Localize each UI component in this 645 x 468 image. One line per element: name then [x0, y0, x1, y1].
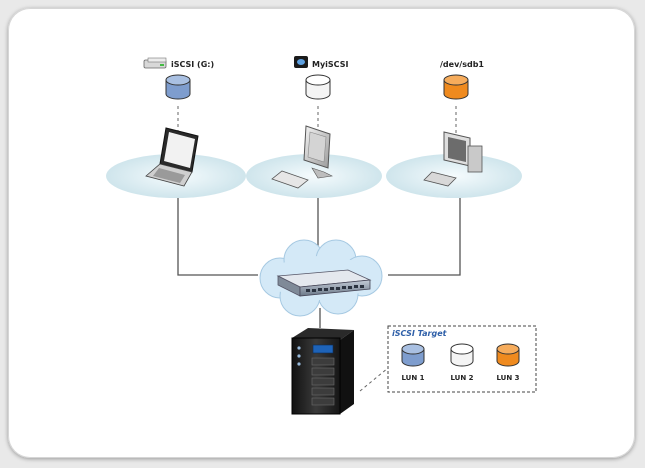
- laptop-icon: [145, 127, 199, 187]
- desktop-icon: [271, 125, 333, 189]
- host-label-2: MyiSCSI: [312, 60, 348, 69]
- lun-label-2: LUN 2: [450, 374, 473, 382]
- lun-disk-1: [401, 343, 425, 367]
- target-title: iSCSI Target: [392, 329, 448, 338]
- network-switch: [276, 269, 372, 297]
- network-links: [177, 188, 461, 328]
- host-pad-3: [386, 154, 522, 198]
- lun-disk-2: [450, 343, 474, 367]
- iscsi-network-diagram: iSCSI (G:) MyiSCSI /dev/sdb1: [106, 56, 537, 415]
- diagram-card: iSCSI (G:) MyiSCSI /dev/sdb1: [8, 8, 635, 458]
- workstation-icon: [423, 131, 483, 187]
- host-disk-3: [443, 74, 469, 100]
- nas-server: [291, 328, 354, 415]
- lun-label-3: LUN 3: [496, 374, 519, 382]
- host-pad-2: [246, 154, 382, 198]
- drive-icon: [143, 57, 167, 69]
- disk-icon: [294, 56, 308, 68]
- lun-disk-3: [496, 343, 520, 367]
- host-disk-1: [165, 74, 191, 100]
- lun-label-1: LUN 1: [401, 374, 424, 382]
- host-label-3: /dev/sdb1: [440, 60, 484, 69]
- host-disk-2: [305, 74, 331, 100]
- host-label-1: iSCSI (G:): [171, 60, 214, 69]
